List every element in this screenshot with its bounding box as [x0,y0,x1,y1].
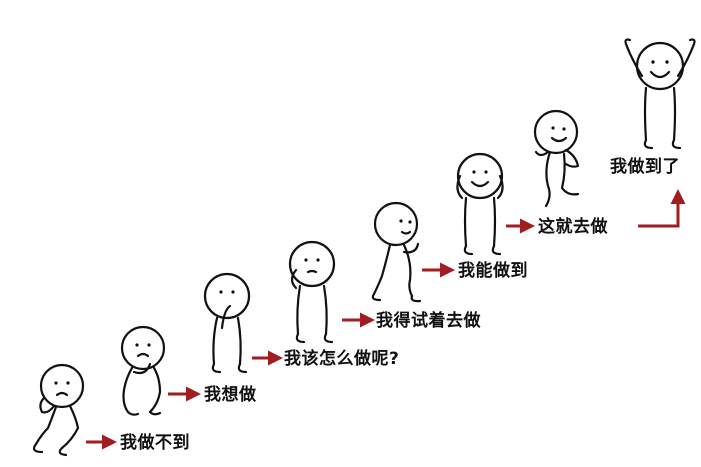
stick-figure-icon [624,38,696,150]
stick-figure-icon [371,201,422,303]
step-label-5: 我能做到 [458,260,528,281]
step-label-4: 我得试着去做 [376,310,481,331]
stick-figure-icon [288,240,336,344]
step-label-1: 我做不到 [120,432,190,453]
stick-figure-icon [32,363,85,457]
step-label-3: 我该怎么做呢? [284,348,399,369]
step-label-6: 这就去做 [538,216,608,237]
stick-figure-icon [533,109,580,208]
step-label-2: 我想做 [204,384,257,405]
stick-figure-icon [120,325,166,416]
up-arrow-icon [638,189,686,228]
step-label-7: 我做到了 [610,156,680,177]
stick-figure-icon [456,152,504,256]
stick-figure-icon [203,272,251,374]
